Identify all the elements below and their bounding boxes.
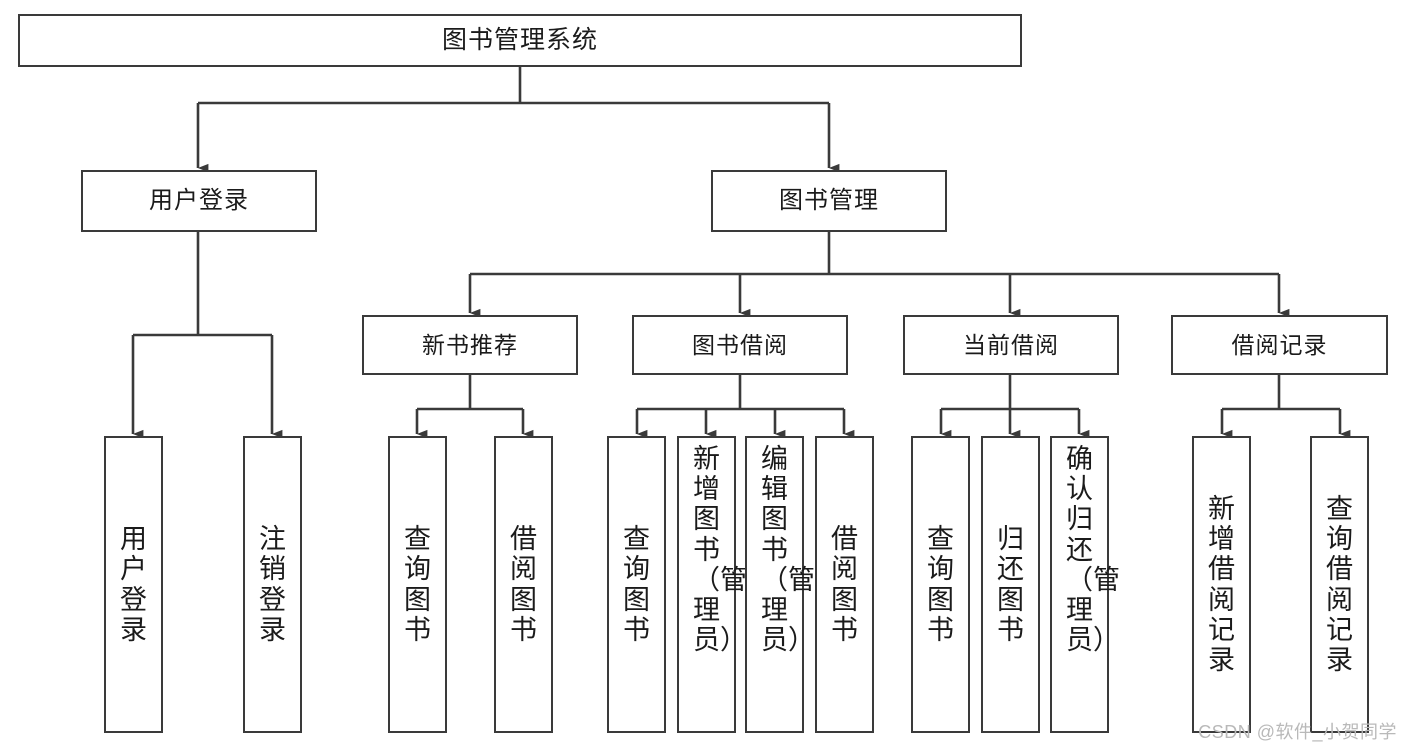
node-label: 新增借阅记录 — [1208, 493, 1235, 675]
node-label: 归还图书 — [997, 524, 1024, 645]
csdn-watermark: CSDN @软件_小贺同学 — [1198, 722, 1397, 742]
node-label: 新增图书（管理员） — [693, 444, 747, 656]
node-label: 图书借阅 — [692, 331, 788, 358]
leaf-borrow-borrow-book[interactable]: 借阅图书 — [815, 436, 874, 733]
leaf-user-login[interactable]: 用户登录 — [104, 436, 163, 733]
node-label: 查询图书 — [623, 524, 650, 645]
node-label: 借阅图书 — [510, 524, 537, 645]
leaf-record-add-borrow-record[interactable]: 新增借阅记录 — [1192, 436, 1251, 733]
node-label: 查询借阅记录 — [1326, 493, 1353, 675]
node-label: 用户登录 — [120, 524, 147, 645]
leaf-recommend-query-book[interactable]: 查询图书 — [388, 436, 447, 733]
leaf-user-logout[interactable]: 注销登录 — [243, 436, 302, 733]
node-label: 图书管理 — [779, 187, 879, 215]
node-label: 借阅记录 — [1231, 331, 1328, 358]
node-label: 查询图书 — [927, 524, 954, 645]
leaf-recommend-borrow-book[interactable]: 借阅图书 — [494, 436, 553, 733]
node-label: 新书推荐 — [422, 331, 518, 358]
leaf-current-query-book[interactable]: 查询图书 — [911, 436, 970, 733]
node-label: 编辑图书（管理员） — [761, 444, 815, 656]
node-label: 图书管理系统 — [441, 26, 598, 55]
node-borrow-record[interactable]: 借阅记录 — [1171, 315, 1388, 375]
leaf-current-return-book[interactable]: 归还图书 — [981, 436, 1040, 733]
leaf-borrow-edit-book-admin[interactable]: 编辑图书（管理员） — [745, 436, 815, 733]
node-current-borrow[interactable]: 当前借阅 — [903, 315, 1119, 375]
node-label: 注销登录 — [259, 524, 286, 645]
node-label: 借阅图书 — [831, 524, 858, 645]
node-label: 确认归还（管理员） — [1066, 444, 1120, 656]
node-new-book-recommendation[interactable]: 新书推荐 — [362, 315, 578, 375]
node-book-management[interactable]: 图书管理 — [711, 170, 947, 232]
leaf-borrow-query-book[interactable]: 查询图书 — [607, 436, 666, 733]
leaf-record-query-borrow-record[interactable]: 查询借阅记录 — [1310, 436, 1369, 733]
leaf-current-confirm-return-admin[interactable]: 确认归还（管理员） — [1050, 436, 1120, 733]
node-label: 查询图书 — [404, 524, 431, 645]
leaf-borrow-add-book-admin[interactable]: 新增图书（管理员） — [677, 436, 747, 733]
node-label: 用户登录 — [149, 187, 249, 215]
node-user-login[interactable]: 用户登录 — [81, 170, 317, 232]
node-root-book-management-system[interactable]: 图书管理系统 — [18, 14, 1022, 67]
node-book-borrow[interactable]: 图书借阅 — [632, 315, 848, 375]
node-label: 当前借阅 — [963, 331, 1059, 358]
